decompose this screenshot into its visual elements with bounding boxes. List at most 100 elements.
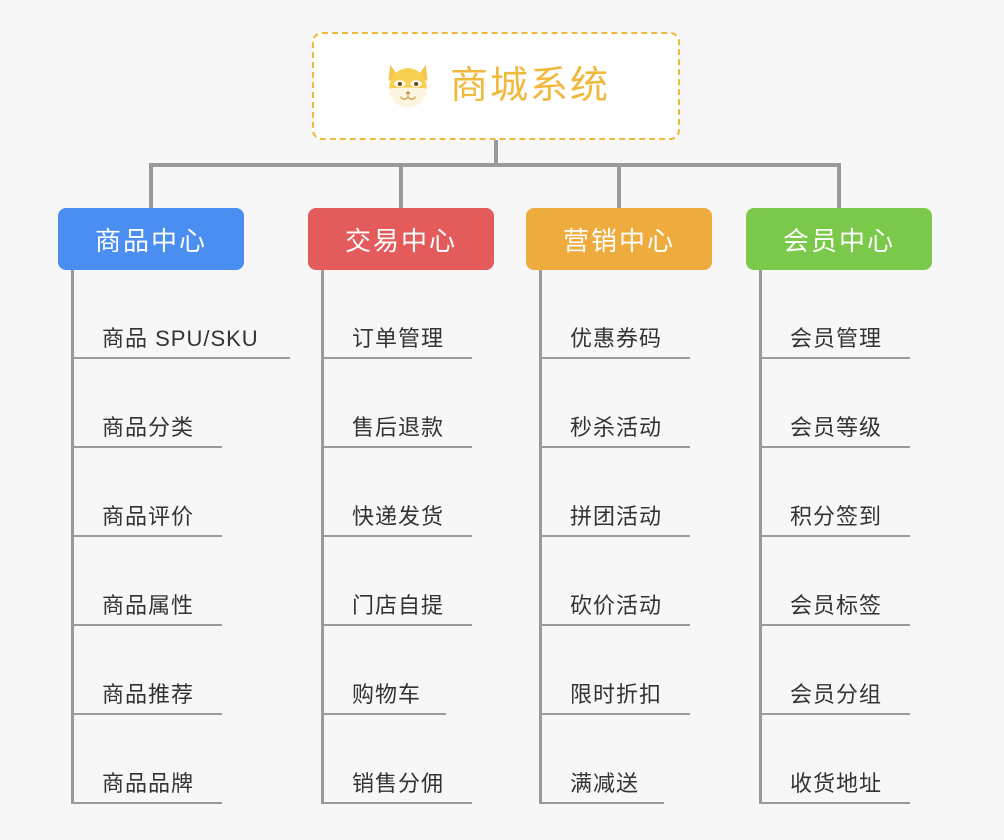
leaf-underline [540, 446, 690, 448]
leaf-label: 商品 SPU/SKU [102, 326, 259, 351]
leaf-underline [760, 713, 910, 715]
leaf-label: 商品分类 [102, 415, 195, 440]
leaf-list-4: 会员管理 会员等级 积分签到 会员标签 会员分组 收货地址 [746, 270, 932, 804]
leaf-label: 商品属性 [102, 593, 195, 618]
leaf-underline [322, 446, 472, 448]
leaf-underline [72, 802, 222, 804]
category-title-3: 营销中心 [562, 225, 675, 256]
leaf-label: 收货地址 [790, 771, 883, 796]
leaf-label: 门店自提 [352, 593, 445, 618]
list-item[interactable]: 会员管理 [746, 270, 932, 359]
list-item[interactable]: 会员分组 [746, 626, 932, 715]
column-trunk-3 [539, 270, 542, 804]
leaf-label: 售后退款 [352, 415, 445, 440]
column-trunk-1 [71, 270, 74, 804]
category-drop-connector-4 [837, 163, 841, 210]
leaf-label: 会员分组 [790, 682, 883, 707]
category-drop-connector-1 [149, 163, 153, 210]
column-marketing-center: 营销中心 优惠券码 秒杀活动 拼团活动 砍价活动 限时折扣 [526, 208, 712, 804]
leaf-underline [322, 802, 472, 804]
category-header-4[interactable]: 会员中心 [746, 208, 932, 270]
leaf-underline [540, 624, 690, 626]
leaf-list-3: 优惠券码 秒杀活动 拼团活动 砍价活动 限时折扣 满减送 [526, 270, 712, 804]
list-item[interactable]: 满减送 [526, 715, 712, 804]
list-item[interactable]: 砍价活动 [526, 537, 712, 626]
list-item[interactable]: 购物车 [308, 626, 494, 715]
shiba-dog-icon [388, 64, 428, 108]
leaf-label: 满减送 [570, 771, 640, 796]
list-item[interactable]: 订单管理 [308, 270, 494, 359]
category-title-1: 商品中心 [94, 225, 207, 256]
list-item[interactable]: 门店自提 [308, 537, 494, 626]
category-title-4: 会员中心 [782, 225, 895, 256]
leaf-label: 会员管理 [790, 326, 883, 351]
list-item[interactable]: 商品评价 [58, 448, 244, 537]
list-item[interactable]: 销售分佣 [308, 715, 494, 804]
leaf-underline [760, 446, 910, 448]
leaf-underline [72, 357, 290, 359]
leaf-underline [540, 713, 690, 715]
leaf-underline [760, 802, 910, 804]
leaf-underline [540, 802, 664, 804]
list-item[interactable]: 商品分类 [58, 359, 244, 448]
list-item[interactable]: 商品推荐 [58, 626, 244, 715]
leaf-label: 会员标签 [790, 593, 883, 618]
leaf-underline [322, 357, 472, 359]
list-item[interactable]: 售后退款 [308, 359, 494, 448]
column-trunk-4 [759, 270, 762, 804]
leaf-label: 积分签到 [790, 504, 883, 529]
category-drop-connector-3 [617, 163, 621, 210]
list-item[interactable]: 限时折扣 [526, 626, 712, 715]
list-item[interactable]: 秒杀活动 [526, 359, 712, 448]
leaf-underline [72, 535, 222, 537]
list-item[interactable]: 会员标签 [746, 537, 932, 626]
leaf-underline [760, 624, 910, 626]
leaf-underline [760, 535, 910, 537]
leaf-label: 商品推荐 [102, 682, 195, 707]
column-trunk-2 [321, 270, 324, 804]
list-item[interactable]: 优惠券码 [526, 270, 712, 359]
list-item[interactable]: 商品 SPU/SKU [58, 270, 290, 359]
list-item[interactable]: 商品属性 [58, 537, 244, 626]
category-header-2[interactable]: 交易中心 [308, 208, 494, 270]
leaf-label: 砍价活动 [570, 593, 663, 618]
leaf-label: 拼团活动 [570, 504, 663, 529]
leaf-underline [72, 446, 222, 448]
root-title: 商城系统 [449, 65, 610, 107]
category-header-1[interactable]: 商品中心 [58, 208, 244, 270]
leaf-label: 商品品牌 [102, 771, 195, 796]
category-drop-connector-2 [399, 163, 403, 210]
leaf-list-2: 订单管理 售后退款 快递发货 门店自提 购物车 销售分佣 [308, 270, 494, 804]
leaf-underline [322, 713, 446, 715]
leaf-label: 会员等级 [790, 415, 883, 440]
leaf-underline [72, 713, 222, 715]
leaf-underline [540, 357, 690, 359]
leaf-label: 秒杀活动 [570, 415, 663, 440]
leaf-label: 商品评价 [102, 504, 195, 529]
leaf-label: 快递发货 [352, 504, 445, 529]
list-item[interactable]: 积分签到 [746, 448, 932, 537]
column-product-center: 商品中心 商品 SPU/SKU 商品分类 商品评价 商品属性 商品推荐 [58, 208, 290, 804]
list-item[interactable]: 快递发货 [308, 448, 494, 537]
list-item[interactable]: 拼团活动 [526, 448, 712, 537]
list-item[interactable]: 会员等级 [746, 359, 932, 448]
leaf-label: 优惠券码 [570, 326, 663, 351]
horizontal-bus-connector [149, 163, 839, 167]
leaf-label: 订单管理 [352, 326, 445, 351]
list-item[interactable]: 商品品牌 [58, 715, 244, 804]
leaf-underline [72, 624, 222, 626]
root-stem-connector [494, 140, 498, 165]
category-title-2: 交易中心 [344, 225, 457, 256]
leaf-underline [540, 535, 690, 537]
leaf-label: 销售分佣 [352, 771, 445, 796]
leaf-underline [760, 357, 910, 359]
list-item[interactable]: 收货地址 [746, 715, 932, 804]
root-node[interactable]: 商城系统 [312, 32, 680, 140]
leaf-list-1: 商品 SPU/SKU 商品分类 商品评价 商品属性 商品推荐 商品品牌 [58, 270, 290, 804]
column-member-center: 会员中心 会员管理 会员等级 积分签到 会员标签 会员分组 [746, 208, 932, 804]
category-header-3[interactable]: 营销中心 [526, 208, 712, 270]
leaf-underline [322, 624, 472, 626]
leaf-label: 购物车 [352, 682, 422, 707]
leaf-underline [322, 535, 472, 537]
